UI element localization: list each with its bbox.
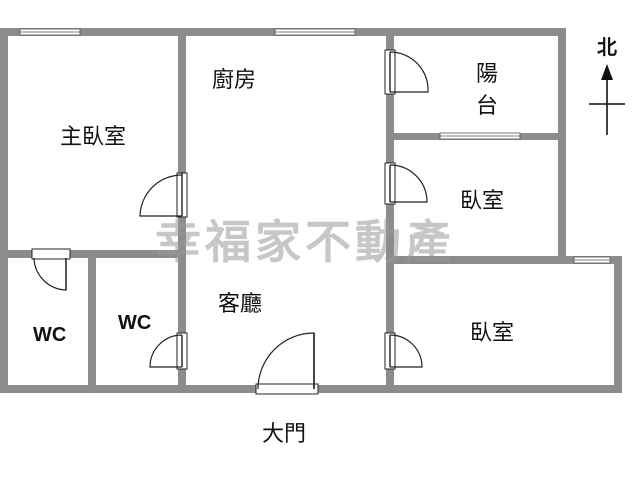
door-bedroom1 bbox=[389, 164, 428, 203]
door-main bbox=[257, 332, 315, 390]
label-master-bedroom: 主臥室 bbox=[60, 125, 126, 150]
label-bedroom-2: 臥室 bbox=[470, 321, 514, 346]
north-label: 北 bbox=[597, 35, 617, 59]
door-bedroom2 bbox=[389, 334, 423, 368]
label-wc-2: WC bbox=[118, 312, 151, 334]
walls bbox=[0, 28, 622, 393]
windows bbox=[19, 28, 611, 264]
label-bedroom-1: 臥室 bbox=[460, 189, 504, 214]
north-arrow-head-icon bbox=[601, 64, 613, 80]
label-balcony-2: 台 bbox=[476, 94, 498, 119]
wall-wc2-right bbox=[178, 250, 186, 393]
wall-right-lower bbox=[614, 256, 622, 393]
door-opening-wc1 bbox=[31, 248, 71, 260]
wall-living-right bbox=[386, 28, 394, 393]
label-balcony-1: 陽 bbox=[476, 62, 498, 87]
label-living-room: 客廳 bbox=[218, 292, 262, 317]
door-wc2 bbox=[149, 334, 183, 368]
label-kitchen: 廚房 bbox=[212, 68, 256, 93]
label-main-entrance: 大門 bbox=[262, 422, 306, 447]
label-wc-1: WC bbox=[33, 324, 66, 346]
watermark: 幸福家不動產 bbox=[155, 215, 455, 269]
wall-master-right bbox=[178, 28, 186, 258]
door-balcony bbox=[389, 51, 429, 93]
wall-bedroom2-top bbox=[386, 256, 622, 264]
wall-right-upper bbox=[558, 28, 566, 264]
north-compass: 北 bbox=[589, 35, 625, 135]
doors bbox=[31, 49, 429, 395]
door-opening-main bbox=[255, 383, 319, 395]
door-wc1 bbox=[33, 257, 67, 291]
door-master bbox=[139, 174, 183, 217]
wall-wc-separator bbox=[88, 250, 96, 393]
outer-wall-left bbox=[0, 28, 8, 393]
